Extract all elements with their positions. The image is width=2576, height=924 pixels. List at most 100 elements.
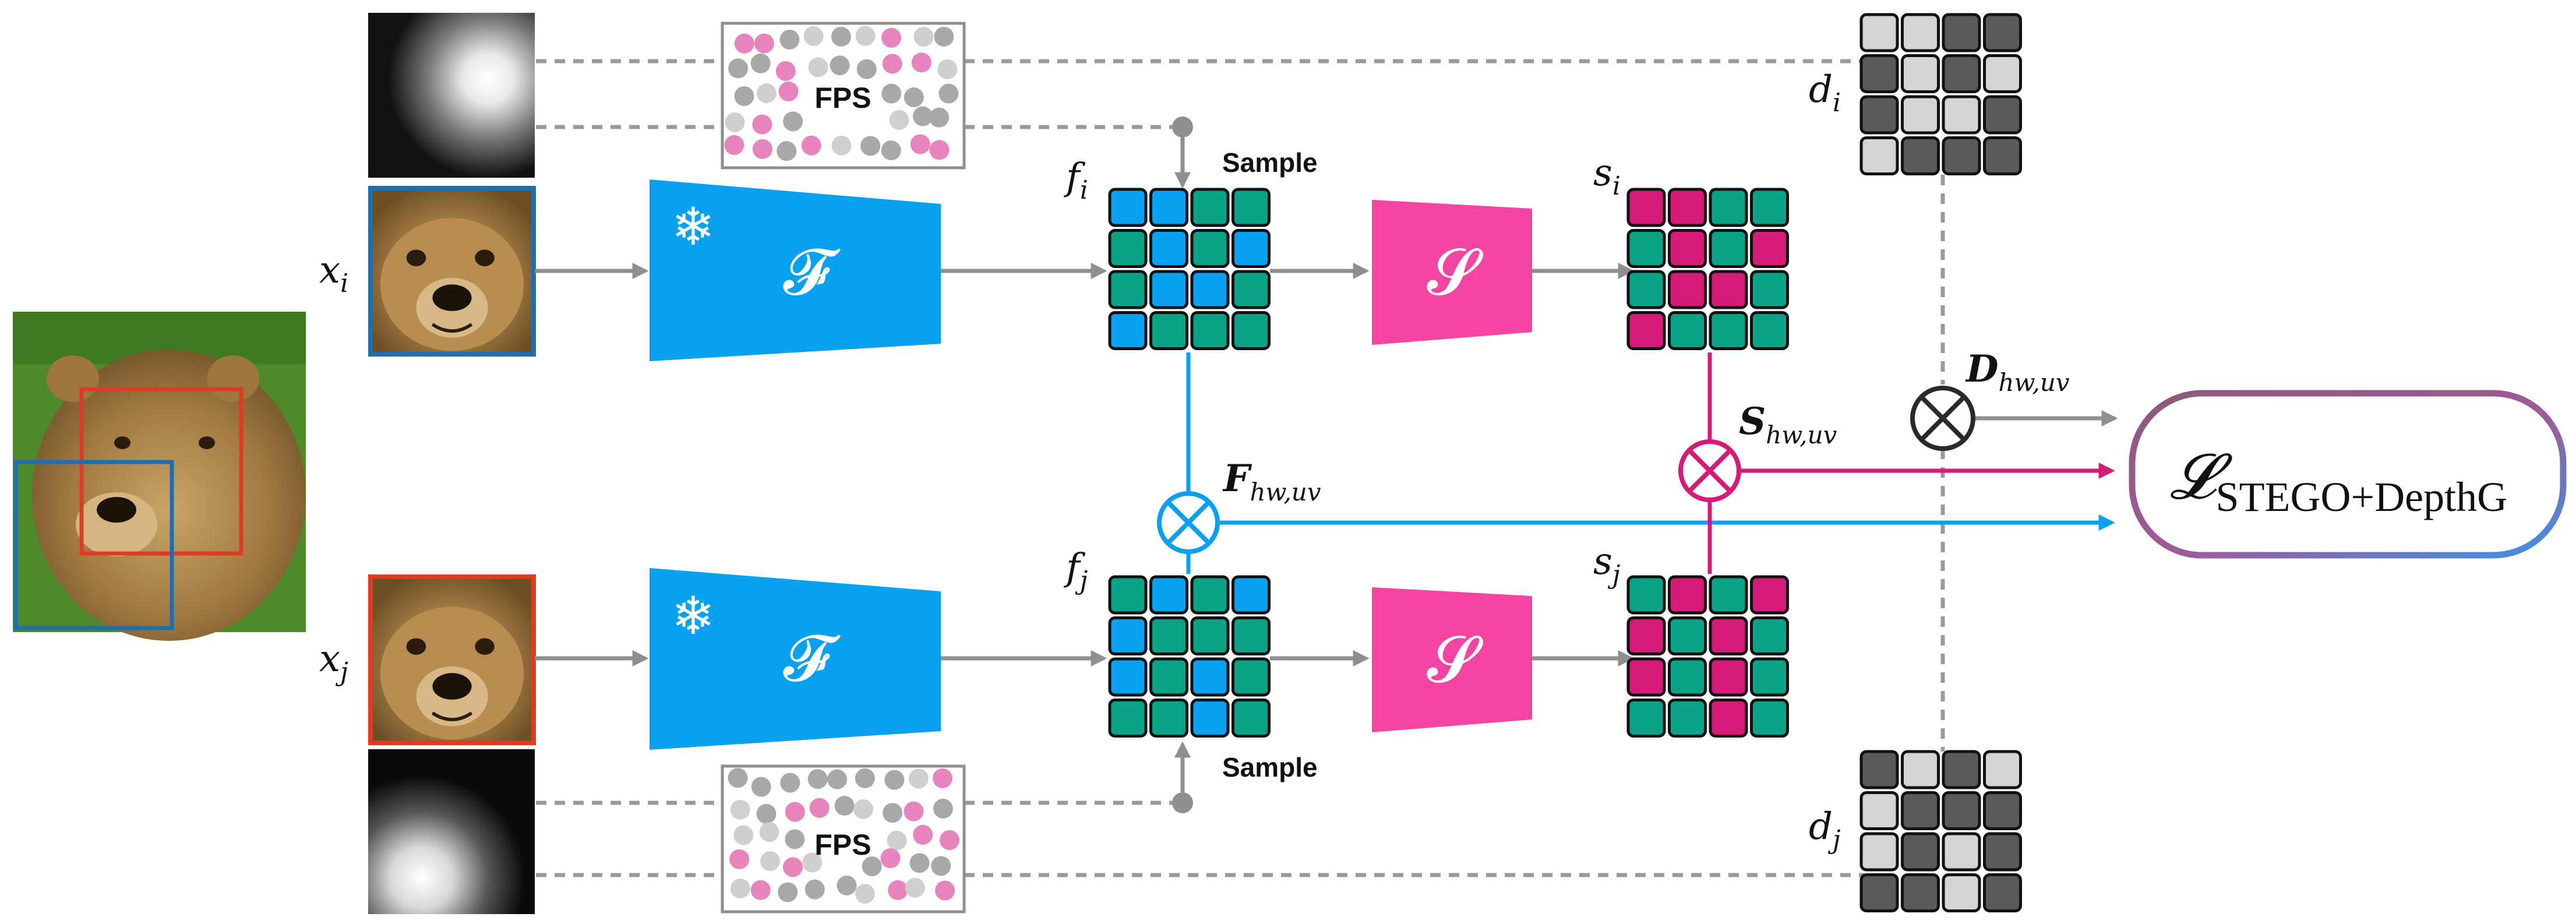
grid-cell <box>1231 699 1271 738</box>
grid-cell <box>1626 188 1666 227</box>
grid-cell <box>1983 54 2022 93</box>
grid-cell <box>1626 575 1666 615</box>
fps-sample-dot <box>862 856 882 877</box>
grid-si <box>1626 188 1789 350</box>
fps-sample-dot <box>909 768 929 789</box>
fps-sample-dot <box>855 768 875 788</box>
grid-cell <box>1983 791 2022 830</box>
grid-cell <box>1231 657 1271 697</box>
fps-sample-dot <box>779 30 800 50</box>
label-xi: xi <box>319 249 348 298</box>
fps-sample-dot <box>929 140 950 160</box>
grid-cell <box>1149 270 1188 309</box>
grid-cell <box>1901 750 1940 789</box>
label-sj: sj <box>1593 540 1621 590</box>
fps-sample-dot <box>933 798 953 819</box>
fps-sample-dot <box>804 879 825 900</box>
depth-map-i <box>368 13 535 178</box>
grid-cell <box>1859 54 1899 93</box>
fps-sample-dot <box>750 53 771 73</box>
grid-cell <box>1983 750 2022 789</box>
fps-sample-dot <box>754 33 774 54</box>
label-d-correlation: Dhw,uv <box>1965 347 2070 397</box>
fps-sample-dot <box>782 857 803 877</box>
grid-cell <box>1750 188 1789 227</box>
grid-cell <box>1859 13 1899 52</box>
grid-cell <box>1859 832 1899 872</box>
grid-cell <box>1942 136 1981 175</box>
grid-cell <box>1190 699 1230 738</box>
grid-cell <box>1709 616 1748 655</box>
circled-times-icon <box>1910 386 1975 451</box>
grid-cell <box>1901 873 1940 912</box>
fps-sample-dot <box>752 114 772 135</box>
fps-sample-dot <box>856 59 877 79</box>
fps-sample-dot <box>881 27 902 48</box>
encoder-f-top: 𝓕 ❄ <box>650 179 941 361</box>
grid-cell <box>1709 657 1748 697</box>
grid-cell <box>1942 54 1981 93</box>
grid-cell <box>1626 229 1666 268</box>
fps-sample-dot <box>775 61 796 81</box>
fps-sample-dot <box>881 140 901 161</box>
fps-sample-dot <box>830 55 850 76</box>
fps-sample-dot <box>910 134 930 154</box>
grid-di <box>1859 13 2022 175</box>
fps-sample-dot <box>785 829 805 849</box>
grid-cell <box>1942 13 1981 52</box>
segment-correlation-lines <box>1707 352 2115 574</box>
grid-cell <box>1668 311 1707 350</box>
fps-sample-dot <box>783 111 803 132</box>
fps-sample-dot <box>728 58 749 79</box>
fps-sample-dot <box>724 135 744 155</box>
crop-box-i <box>13 460 174 630</box>
fps-sample-dot <box>888 880 908 900</box>
grid-cell <box>1626 311 1666 350</box>
segmenter-s-bottom-label: 𝓢 <box>1427 625 1483 696</box>
source-image <box>13 312 306 641</box>
grid-cell <box>1108 229 1148 268</box>
fps-sample-dot <box>785 802 805 822</box>
fps-sample-dot <box>730 799 750 820</box>
grid-cell <box>1231 311 1271 350</box>
grid-cell <box>1983 13 2022 52</box>
grid-cell <box>1626 699 1666 738</box>
grid-cell <box>1149 616 1188 655</box>
fps-sample-dot <box>803 26 824 46</box>
grid-cell <box>1750 657 1789 697</box>
fps-sample-dot <box>909 853 930 873</box>
grid-cell <box>1901 832 1940 872</box>
fps-sample-dot <box>751 777 771 797</box>
fps-sample-dot <box>801 135 821 156</box>
fps-sample-dot <box>834 795 855 816</box>
fps-sample-dot <box>837 875 857 895</box>
fps-sample-dot <box>911 52 931 73</box>
label-fi: fi <box>1064 156 1088 205</box>
fps-sample-dot <box>827 769 848 789</box>
fps-sample-dot <box>853 799 874 819</box>
fps-sample-dot <box>809 798 830 818</box>
fps-sample-dot <box>937 59 958 79</box>
grid-fj <box>1108 575 1271 738</box>
dashed-connections <box>536 59 1945 877</box>
fps-label-j: FPS <box>814 828 871 861</box>
grid-cell <box>1108 657 1148 697</box>
grid-cell <box>1709 699 1748 738</box>
grid-cell <box>1942 832 1981 872</box>
grid-cell <box>1231 616 1271 655</box>
grid-cell <box>1942 750 1981 789</box>
encoder-f-bottom: 𝓕 ❄ <box>650 568 941 750</box>
fps-sample-dot <box>913 27 934 47</box>
fps-sample-dot <box>756 83 777 104</box>
fps-sample-dot <box>759 822 779 842</box>
grid-cell <box>1108 188 1148 227</box>
grid-cell <box>1901 791 1940 830</box>
grid-cell <box>1750 229 1789 268</box>
fps-sample-dot <box>929 107 950 128</box>
fps-sample-dot <box>734 86 754 106</box>
grid-cell <box>1983 832 2022 872</box>
crop-box-j <box>79 387 244 556</box>
loss-subscript: STEGO+DepthG <box>2216 474 2508 520</box>
grid-cell <box>1626 616 1666 655</box>
